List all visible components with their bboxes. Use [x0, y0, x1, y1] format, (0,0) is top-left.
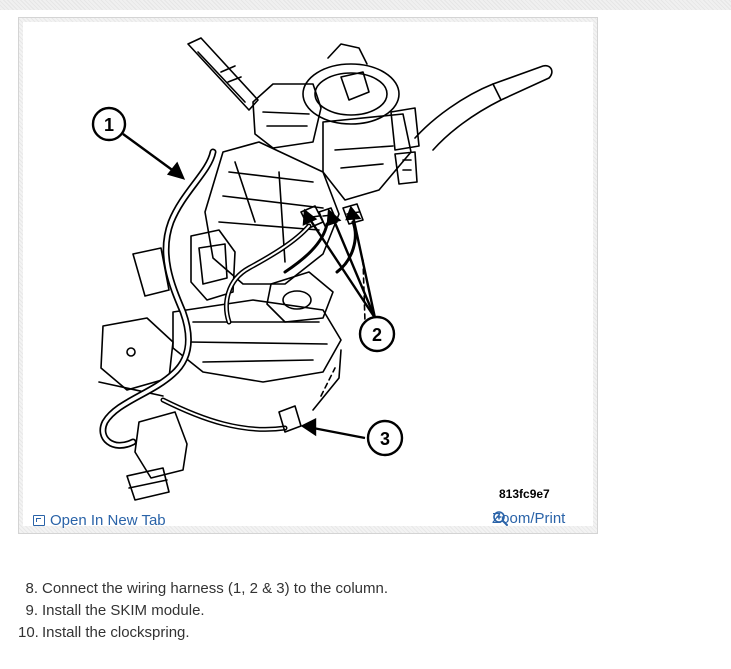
step-number: 10. [18, 624, 39, 641]
external-tab-icon [33, 515, 45, 526]
steering-column-diagram [98, 37, 553, 501]
step-text: Install the clockspring. [42, 624, 190, 641]
figure-panel: 1 2 3 813fc9e7 Open In New Tab [23, 22, 593, 529]
step-item: 10. Install the clockspring. [18, 622, 388, 644]
zoom-print-link[interactable]: Zoom/Print [492, 510, 565, 527]
instruction-steps: 8. Connect the wiring harness (1, 2 & 3)… [18, 578, 388, 644]
callout-1-label: 1 [104, 115, 114, 135]
step-number: 9. [25, 602, 38, 619]
figure-code: 813fc9e7 [499, 487, 550, 501]
callout-layer: 1 2 3 [91, 106, 404, 457]
callout-2: 2 [358, 315, 396, 353]
step-text: Install the SKIM module. [42, 602, 205, 619]
step-item: 8. Connect the wiring harness (1, 2 & 3)… [18, 578, 388, 600]
callout-2-label: 2 [372, 325, 382, 345]
callout-1: 1 [91, 106, 127, 142]
figure-frame: 1 2 3 813fc9e7 Open In New Tab [18, 17, 598, 534]
top-divider-strip [0, 0, 731, 10]
step-text: Connect the wiring harness (1, 2 & 3) to… [42, 580, 389, 597]
open-in-new-tab-link[interactable]: Open In New Tab [33, 512, 166, 529]
open-in-new-tab-label: Open In New Tab [50, 512, 166, 529]
step-item: 9. Install the SKIM module. [18, 600, 388, 622]
step-number: 8. [25, 580, 38, 597]
zoom-print-label: Zoom/Print [492, 510, 566, 527]
callout-3-label: 3 [380, 429, 390, 449]
magnifier-plus-icon [493, 511, 508, 526]
callout-3: 3 [366, 419, 404, 457]
